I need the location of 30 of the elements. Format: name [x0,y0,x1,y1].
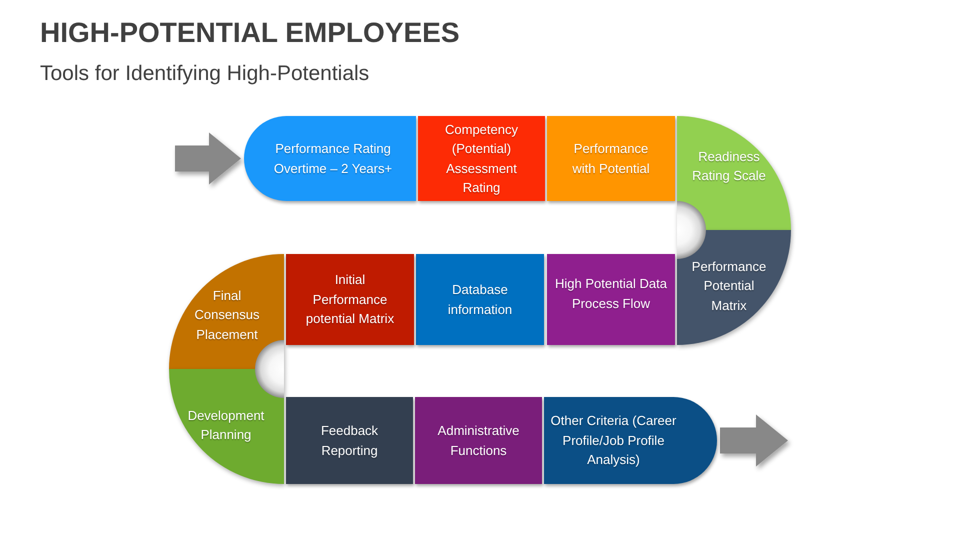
quarter-segment [677,116,791,230]
segment-label: High Potential Data Process Flow [554,275,668,312]
flow-segment [415,397,542,484]
segment-label: Final Consensus Placement [193,286,261,344]
segment-label: Database information [446,281,514,318]
segment-label: Administrative Functions [436,422,520,460]
flow-segment [286,397,413,484]
segment-label: Performance with Potential [571,140,651,178]
segment-label: Readiness Rating Scale [691,148,767,185]
quarter-segment [169,254,284,369]
flow-segment [286,254,414,345]
rounded-segment [544,397,717,484]
flow-segment [418,116,545,201]
flow-segment [416,254,544,345]
segment-label: Competency (Potential) Assessment Rating [444,120,519,197]
segment-label: Performance Potential Matrix [690,258,768,315]
slide-title: HIGH-POTENTIAL EMPLOYEES [40,16,460,50]
segment-label: Performance Rating Overtime – 2 Years+ [272,140,394,178]
rounded-segment [244,116,416,201]
slide-subtitle: Tools for Identifying High-Potentials [40,61,370,86]
quarter-segment [677,230,791,345]
segment-label: Feedback Reporting [320,422,380,460]
segment-label: Development Planning [186,406,266,444]
flow-segment [547,254,675,345]
flow-segment [547,116,675,201]
quarter-segment [169,369,284,484]
block-arrow [720,414,788,466]
block-arrow [175,132,241,184]
segment-label: Other Criteria (Career Profile/Job Profile Analysis) [550,412,678,470]
segment-label: Initial Performance potential Matrix [304,271,396,328]
